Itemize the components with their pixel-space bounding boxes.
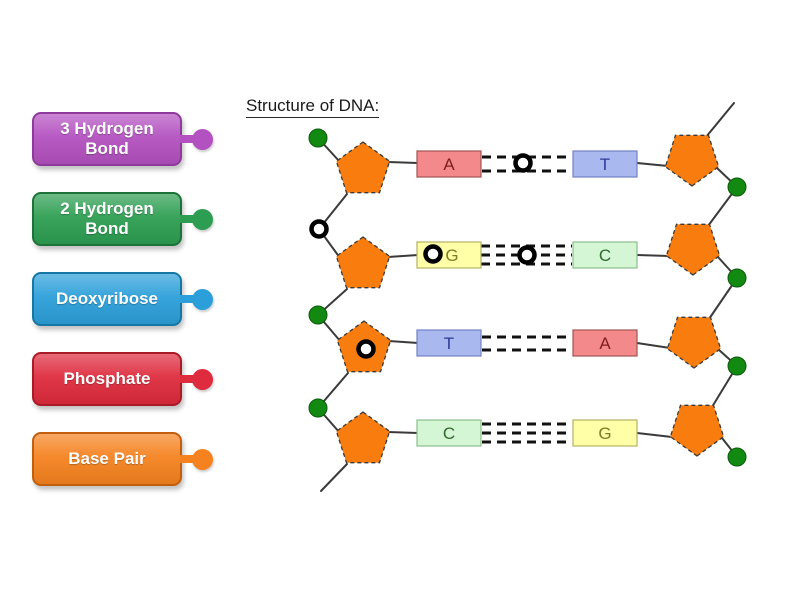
sugar-base-link — [636, 162, 669, 167]
label-connector-dot — [192, 289, 213, 310]
base-box-t — [572, 150, 638, 178]
label-2-hydrogen-bond[interactable]: 2 Hydrogen Bond — [32, 192, 213, 246]
label-text: Base Pair — [68, 449, 146, 469]
label-bank: 3 Hydrogen Bond 2 Hydrogen Bond Deoxyrib… — [32, 112, 213, 512]
deoxyribose-pentagon — [335, 236, 391, 289]
phosphate-circle — [727, 268, 747, 288]
label-connector-dot — [192, 209, 213, 230]
label-connector-dot — [192, 449, 213, 470]
label-text: 3 Hydrogen Bond — [60, 119, 154, 158]
answer-marker-backbone-left[interactable] — [309, 219, 329, 239]
deoxyribose-pentagon — [664, 134, 720, 187]
label-phosphate[interactable]: Phosphate — [32, 352, 213, 406]
base-letter: C — [443, 424, 455, 443]
hydrogen-bonds — [481, 155, 572, 444]
label-text: Deoxyribose — [55, 289, 159, 309]
deoxyribose-pentagon — [665, 223, 721, 276]
label-connector-dot — [192, 369, 213, 390]
backbone-segment — [320, 463, 348, 492]
phosphate-circle — [308, 305, 328, 325]
base-box-c — [572, 241, 638, 269]
base-box-t — [416, 329, 482, 357]
base-boxes: A T G C T A C G — [416, 150, 638, 447]
deoxyribose-pentagon — [666, 316, 722, 369]
answer-marker-base-g[interactable] — [423, 244, 443, 264]
label-connector-stem — [178, 215, 196, 223]
label-connector-stem — [178, 135, 196, 143]
backbone-segment — [705, 102, 735, 138]
answer-marker-bond-at[interactable] — [513, 153, 533, 173]
sugar-base-link — [636, 254, 670, 257]
base-box-g — [416, 241, 482, 269]
diagram-title: Structure of DNA: — [246, 96, 380, 118]
sugar-base-link — [387, 254, 419, 258]
label-text: Phosphate — [63, 369, 151, 389]
sugar-base-link — [636, 432, 673, 438]
label-3-hydrogen-bond[interactable]: 3 Hydrogen Bond — [32, 112, 213, 166]
phosphate-circle — [727, 356, 747, 376]
sugar-base-link — [387, 431, 419, 434]
base-box-g — [572, 419, 638, 447]
base-letter: G — [445, 246, 458, 265]
answer-marker-pentagon[interactable] — [356, 339, 376, 359]
deoxyribose-pentagon — [335, 411, 391, 464]
phosphate-circle — [727, 447, 747, 467]
label-connector-stem — [178, 455, 196, 463]
label-connector-dot — [192, 129, 213, 150]
base-letter: T — [600, 155, 610, 174]
label-deoxyribose[interactable]: Deoxyribose — [32, 272, 213, 326]
base-box-a — [572, 329, 638, 357]
label-connector-stem — [178, 295, 196, 303]
phosphate-circle — [308, 398, 328, 418]
base-letter: A — [443, 155, 455, 174]
phosphate-circles — [308, 128, 747, 467]
phosphate-circle — [727, 177, 747, 197]
sugar-pentagons — [335, 134, 725, 464]
label-base-pair[interactable]: Base Pair — [32, 432, 213, 486]
phosphate-circle — [308, 128, 328, 148]
base-letter: T — [444, 334, 454, 353]
answer-markers — [309, 153, 537, 359]
sugar-base-link — [388, 340, 419, 344]
base-letter: G — [598, 424, 611, 443]
deoxyribose-pentagon — [335, 141, 391, 194]
sugar-base-link — [387, 161, 419, 164]
base-letter: A — [599, 334, 611, 353]
deoxyribose-pentagon — [669, 404, 725, 457]
base-box-c — [416, 419, 482, 447]
base-box-a — [416, 150, 482, 178]
sugar-base-link — [636, 342, 671, 349]
label-text: 2 Hydrogen Bond — [60, 199, 154, 238]
base-letter: C — [599, 246, 611, 265]
answer-marker-bond-gc[interactable] — [517, 245, 537, 265]
label-connector-stem — [178, 375, 196, 383]
